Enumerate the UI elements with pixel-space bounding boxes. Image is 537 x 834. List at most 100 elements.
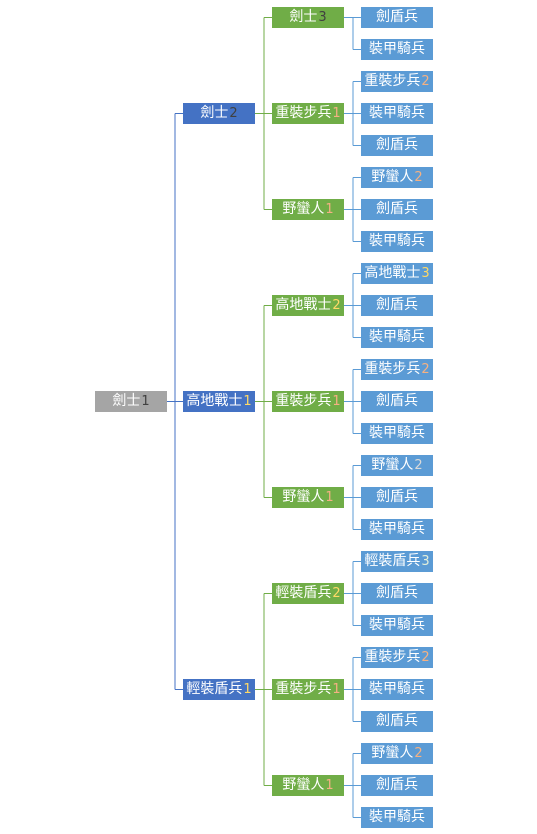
level2-node-label: 重裝步兵 [275,105,332,121]
leaf-node-label: 劍盾兵 [376,393,418,409]
level2-node-count: 3 [318,10,327,25]
level2-node-label: 輕裝盾兵 [275,585,332,601]
leaf-node-label: 裝甲騎兵 [369,681,425,697]
leaf-node-count: 2 [414,170,423,185]
leaf-node: 劍盾兵 [361,583,433,604]
level2-node: 劍士3 [272,7,344,28]
level2-node-count: 1 [325,778,334,793]
leaf-node-label: 劍盾兵 [376,137,418,153]
leaf-node-label: 劍盾兵 [376,9,418,25]
leaf-node-label: 野蠻人 [371,745,414,761]
leaf-node-count: 2 [421,650,430,665]
level2-node: 重裝步兵1 [272,103,344,124]
leaf-node-label: 劍盾兵 [376,489,418,505]
leaf-node: 裝甲騎兵 [361,39,433,60]
level2-node-label: 重裝步兵 [275,681,332,697]
leaf-node-label: 裝甲騎兵 [369,617,425,633]
level2-node: 野蠻人1 [272,199,344,220]
leaf-node-count: 3 [421,266,430,281]
level1-node-label: 高地戰士 [186,393,243,409]
leaf-node-label: 重裝步兵 [364,73,421,89]
level1-node: 高地戰士1 [183,391,255,412]
leaf-node: 裝甲騎兵 [361,103,433,124]
level2-node: 重裝步兵1 [272,679,344,700]
root-node-count: 1 [141,394,150,409]
leaf-node: 裝甲騎兵 [361,519,433,540]
level1-node-label: 劍士 [200,105,229,121]
level2-node: 輕裝盾兵2 [272,583,344,604]
level1-node: 劍士2 [183,103,255,124]
leaf-node: 輕裝盾兵3 [361,551,433,572]
level2-node-count: 1 [325,490,334,505]
leaf-node: 野蠻人2 [361,743,433,764]
level2-node-count: 1 [325,202,334,217]
leaf-node-label: 裝甲騎兵 [369,809,425,825]
leaf-node: 裝甲騎兵 [361,679,433,700]
level1-node-count: 1 [243,682,252,697]
level1-node-count: 1 [243,394,252,409]
leaf-node-label: 劍盾兵 [376,201,418,217]
level2-node-label: 野蠻人 [282,489,325,505]
level2-node: 重裝步兵1 [272,391,344,412]
leaf-node: 劍盾兵 [361,135,433,156]
leaf-node: 劍盾兵 [361,775,433,796]
level2-node-count: 1 [332,682,341,697]
leaf-node-label: 野蠻人 [371,457,414,473]
leaf-node-label: 劍盾兵 [376,585,418,601]
leaf-node-label: 裝甲騎兵 [369,425,425,441]
leaf-node-label: 重裝步兵 [364,649,421,665]
level2-node-label: 野蠻人 [282,777,325,793]
leaf-node-label: 裝甲騎兵 [369,41,425,57]
leaf-node-label: 裝甲騎兵 [369,233,425,249]
level2-node-label: 劍士 [289,9,318,25]
leaf-node-label: 重裝步兵 [364,361,421,377]
level2-node-label: 重裝步兵 [275,393,332,409]
leaf-node-count: 2 [421,74,430,89]
level2-node: 野蠻人1 [272,775,344,796]
leaf-node: 劍盾兵 [361,711,433,732]
leaf-node-label: 裝甲騎兵 [369,521,425,537]
level2-node-count: 1 [332,394,341,409]
leaf-node: 裝甲騎兵 [361,231,433,252]
root-node-label: 劍士 [112,393,141,409]
leaf-node: 野蠻人2 [361,455,433,476]
level1-node: 輕裝盾兵1 [183,679,255,700]
level2-node-count: 2 [332,586,341,601]
leaf-node-label: 輕裝盾兵 [364,553,421,569]
level2-node-label: 野蠻人 [282,201,325,217]
level2-node-count: 1 [332,106,341,121]
leaf-node: 劍盾兵 [361,7,433,28]
leaf-node-label: 裝甲騎兵 [369,329,425,345]
level2-node-label: 高地戰士 [275,297,332,313]
leaf-node-count: 2 [414,746,423,761]
leaf-node: 裝甲騎兵 [361,423,433,444]
level1-node-label: 輕裝盾兵 [186,681,243,697]
leaf-node: 野蠻人2 [361,167,433,188]
leaf-node: 劍盾兵 [361,295,433,316]
leaf-node: 重裝步兵2 [361,647,433,668]
leaf-node: 重裝步兵2 [361,359,433,380]
leaf-node-count: 2 [414,458,423,473]
leaf-node: 劍盾兵 [361,487,433,508]
leaf-node: 裝甲騎兵 [361,615,433,636]
leaf-node-label: 野蠻人 [371,169,414,185]
leaf-node-label: 高地戰士 [364,265,421,281]
leaf-node-label: 劍盾兵 [376,713,418,729]
root-node: 劍士1 [95,391,167,412]
leaf-node: 劍盾兵 [361,391,433,412]
level2-node: 高地戰士2 [272,295,344,316]
leaf-node: 劍盾兵 [361,199,433,220]
leaf-node: 重裝步兵2 [361,71,433,92]
level1-node-count: 2 [229,106,238,121]
leaf-node: 高地戰士3 [361,263,433,284]
leaf-node-label: 劍盾兵 [376,777,418,793]
level2-node: 野蠻人1 [272,487,344,508]
leaf-node-label: 劍盾兵 [376,297,418,313]
leaf-node: 裝甲騎兵 [361,327,433,348]
leaf-node-count: 3 [421,554,430,569]
leaf-node: 裝甲騎兵 [361,807,433,828]
level2-node-count: 2 [332,298,341,313]
leaf-node-label: 裝甲騎兵 [369,105,425,121]
